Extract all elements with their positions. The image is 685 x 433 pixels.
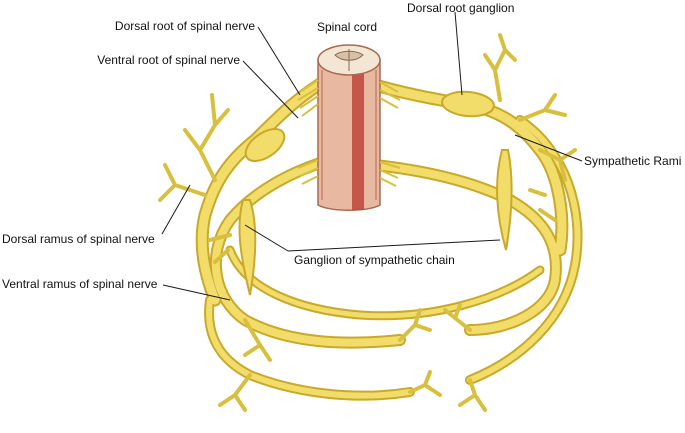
leader-lines [161, 11, 583, 301]
sympathetic-chain-ganglia [238, 149, 513, 296]
label-ganglion-sympathetic-chain: Ganglion of sympathetic chain [294, 253, 455, 267]
labels: Spinal cord Dorsal root ganglion Dorsal … [2, 1, 681, 291]
nerve-branches [158, 33, 577, 412]
label-ventral-ramus: Ventral ramus of spinal nerve [2, 277, 158, 291]
label-ventral-root: Ventral root of spinal nerve [97, 53, 240, 67]
label-dorsal-root-ganglion: Dorsal root ganglion [407, 1, 514, 15]
nerve-roots [297, 79, 401, 187]
label-sympathetic-rami: Sympathetic Rami [584, 154, 681, 168]
label-dorsal-ramus: Dorsal ramus of spinal nerve [2, 232, 155, 246]
dorsal-root-ganglia [244, 90, 495, 162]
label-spinal-cord: Spinal cord [317, 20, 377, 34]
cord-median-stripe [352, 62, 364, 210]
label-dorsal-root: Dorsal root of spinal nerve [115, 19, 255, 33]
spinal-cord [317, 44, 381, 211]
